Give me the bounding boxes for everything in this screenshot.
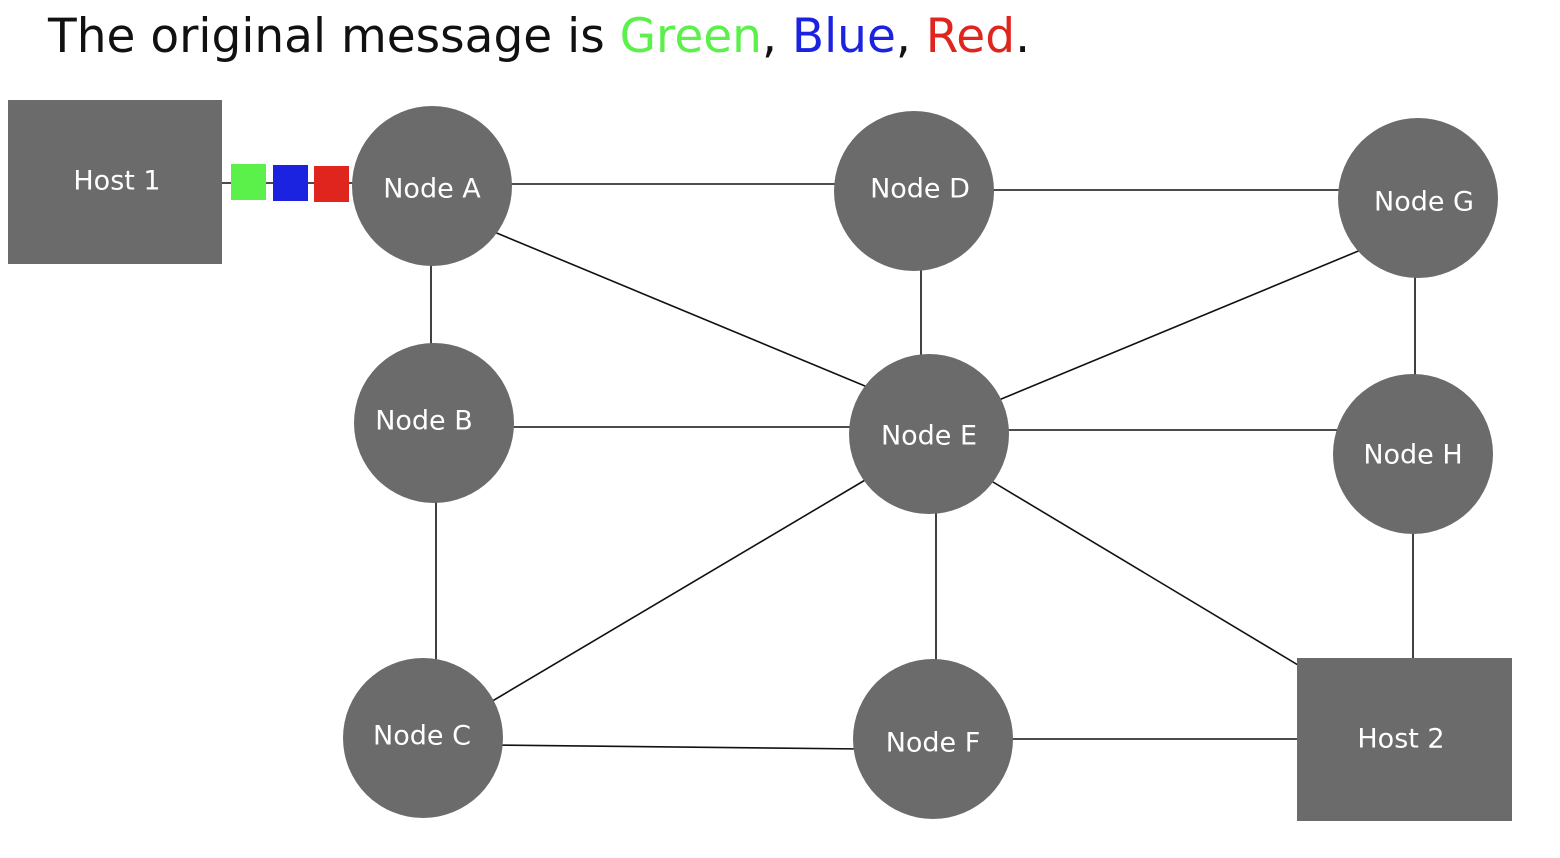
node-c[interactable]: Node C: [343, 658, 503, 818]
host-2-label: Host 2: [1357, 724, 1444, 755]
message-title: The original message is Green, Blue, Red…: [48, 6, 1030, 68]
edge-g-e: [993, 246, 1369, 403]
node-d-circle: [834, 111, 994, 271]
edge-c-f: [492, 744, 865, 750]
blue-packet: [273, 165, 308, 201]
title-color-blue: Blue: [791, 9, 896, 64]
node-d-label: Node D: [870, 174, 970, 205]
node-g[interactable]: Node G: [1338, 118, 1498, 278]
node-a-circle: [352, 106, 512, 266]
host-2-box: [1297, 658, 1512, 821]
node-b-circle: [354, 343, 514, 503]
node-f-circle: [853, 659, 1013, 819]
host-1-label: Host 1: [73, 166, 160, 197]
node-e-label: Node E: [881, 421, 977, 452]
host-2[interactable]: Host 2: [1297, 658, 1512, 821]
node-g-circle: [1338, 118, 1498, 278]
title-suffix: .: [1015, 9, 1031, 64]
node-h-label: Node H: [1363, 440, 1462, 471]
node-h-circle: [1333, 374, 1493, 534]
node-h[interactable]: Node H: [1333, 374, 1493, 534]
node-d[interactable]: Node D: [834, 111, 994, 271]
edge-e-host2: [982, 475, 1324, 681]
node-f-label: Node F: [886, 728, 981, 759]
node-a[interactable]: Node A: [352, 106, 512, 266]
edge-a-e: [486, 228, 878, 392]
node-c-circle: [343, 658, 503, 818]
node-f[interactable]: Node F: [853, 659, 1013, 819]
title-separator-1: ,: [761, 9, 792, 64]
green-packet: [231, 164, 266, 200]
node-b-label: Node B: [375, 406, 473, 437]
node-e[interactable]: Node E: [849, 354, 1009, 514]
nodes: Host 1 Node A Node B Node C Node D Node …: [8, 100, 1512, 821]
node-e-circle: [849, 354, 1009, 514]
title-color-green: Green: [619, 9, 762, 64]
title-prefix: The original message is: [48, 9, 620, 64]
title-color-red: Red: [925, 9, 1016, 64]
title-separator-2: ,: [895, 9, 926, 64]
host-1[interactable]: Host 1: [8, 100, 222, 264]
node-b[interactable]: Node B: [354, 343, 514, 503]
node-c-label: Node C: [373, 721, 471, 752]
packets: [231, 164, 349, 202]
node-g-label: Node G: [1374, 187, 1474, 218]
host-1-box: [8, 100, 222, 264]
edge-e-c: [488, 472, 878, 704]
red-packet: [314, 166, 349, 202]
node-a-label: Node A: [383, 174, 481, 205]
